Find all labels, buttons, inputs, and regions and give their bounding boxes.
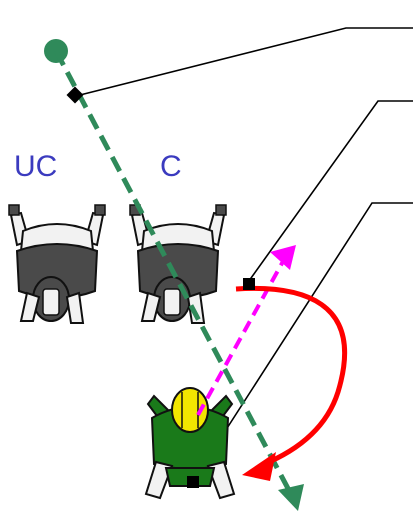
magenta-arrowhead-icon	[270, 245, 296, 270]
player-topdown-icon	[8, 204, 106, 324]
leader-line-1	[75, 27, 413, 97]
label-c: C	[160, 150, 182, 183]
red-arc-path	[235, 285, 347, 468]
green-dashed-path	[53, 49, 295, 498]
leader-line-3	[192, 202, 413, 482]
red-arrowhead-icon	[242, 452, 276, 481]
official-topdown-icon	[144, 387, 236, 500]
player-c	[129, 204, 227, 324]
marker-square-icon	[243, 278, 255, 290]
player-uc	[8, 204, 106, 324]
player-topdown-icon	[129, 204, 227, 324]
leader-line-2	[245, 100, 413, 286]
magenta-dashed-path	[196, 255, 288, 416]
marker-square-icon	[187, 476, 199, 488]
label-uc: UC	[14, 150, 57, 183]
official	[144, 387, 236, 500]
leader-lines	[75, 27, 413, 482]
green-arrowhead-icon	[278, 484, 304, 511]
marker-square-icon	[66, 86, 84, 104]
